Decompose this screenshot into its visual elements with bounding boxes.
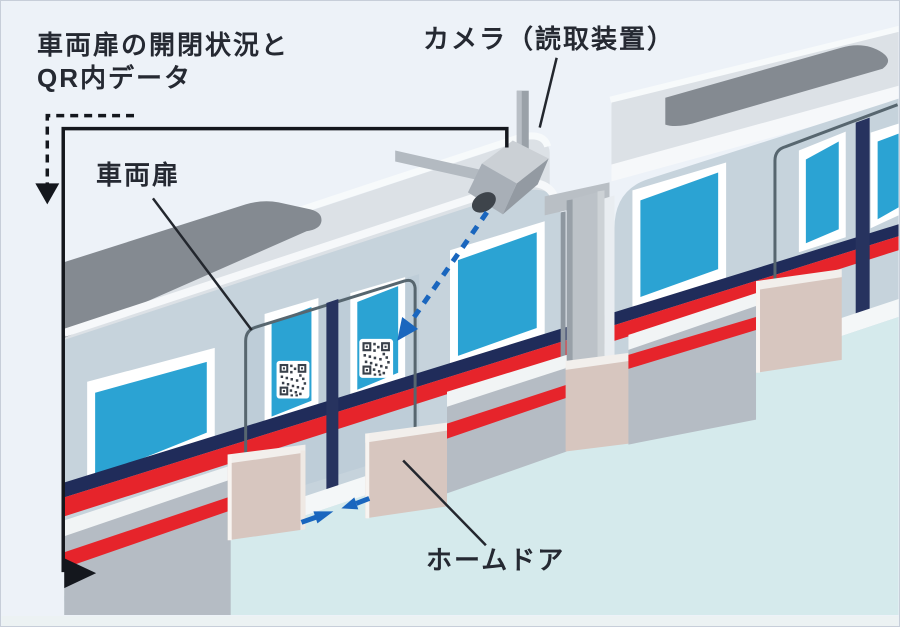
train-window [632,162,727,308]
caption-door-status-qr-data: 車両扉の開閉状況と QR内データ [37,29,289,96]
camera-mount-beam [395,150,484,182]
train-door-window [870,123,899,229]
door-frame-outline [773,103,899,293]
livery-stripe-navy [64,224,899,498]
fixed-barrier-panel [628,293,757,445]
platform-door-panel [227,444,306,541]
door-gap-line [326,299,339,492]
data-flow-dashed-arrow [35,113,135,205]
roof-ac-unit [665,45,889,127]
fixed-barrier-panel [447,354,567,494]
fixed-barrier-panel [64,465,231,616]
roof-edge-highlight [609,25,899,105]
arrow-down-icon [35,183,60,205]
livery-stripe-red [64,236,899,517]
platform-door-panel [565,351,638,452]
arrow-head-icon [313,511,334,524]
roof-ac-unit [64,201,322,338]
leader-line-platform-door [402,459,487,547]
data-flow-frame [61,126,509,589]
body-top-bevel [611,85,899,182]
arrow-head-icon [397,316,419,341]
label-platform-door: ホームドア [426,545,566,575]
leader-line-train-door [151,197,253,331]
station-pillar [566,190,605,390]
platform-door-panel [365,422,448,519]
caption-line2: QR内データ [37,63,193,94]
arrow-right-icon [64,558,97,589]
car-front-bevel [604,195,615,376]
camera-scan-arrow [397,210,489,341]
arrow-head-icon [341,497,359,510]
leader-line-camera [538,57,558,128]
train-window [450,221,545,366]
camera-lens [471,192,496,213]
label-train-door: 車両扉 [96,160,181,190]
door-close-arrows [300,496,371,525]
camera-icon [467,140,549,215]
camera-pole [516,90,529,149]
door-gap-line [855,117,870,323]
train-door-window [798,131,846,253]
caption-line1: 車両扉の開閉状況と [37,30,290,60]
bottom-edge-band [1,616,899,626]
label-camera: カメラ（読取装置） [423,24,676,54]
platform-door-panel [756,269,842,373]
car-seam [560,211,566,380]
